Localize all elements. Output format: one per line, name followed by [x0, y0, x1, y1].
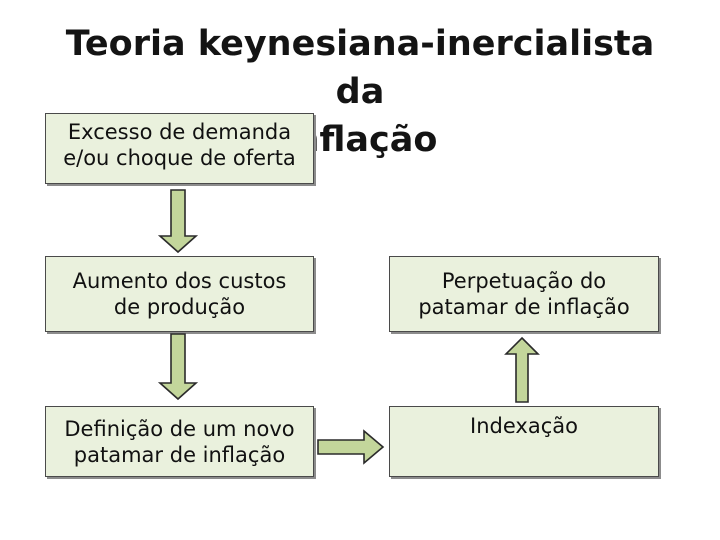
title-line-1: Teoria keynesiana-inercialista da: [65, 24, 655, 112]
box-perpetuation-line-2: patamar de inflação: [418, 295, 630, 319]
box-perpetuation-line-1: Perpetuação do: [441, 269, 607, 293]
box-cost-increase-line-1: Aumento dos custos: [72, 269, 287, 293]
box-new-inflation-level-line-1: Definição de um novo: [64, 416, 295, 441]
arrow-down-icon: [157, 189, 199, 254]
box-cost-increase-line-2: de produção: [113, 295, 246, 319]
box-excess-demand-line-1: Excesso de demanda: [67, 120, 292, 144]
box-indexation-label: Indexação: [470, 414, 578, 438]
box-cost-increase: Aumento dos custos de produção: [45, 256, 314, 332]
diagram-title: Teoria keynesiana-inercialista da inflaç…: [40, 20, 680, 164]
box-perpetuation: Perpetuação do patamar de inflação: [389, 256, 659, 332]
box-indexation: Indexação: [389, 406, 659, 477]
box-new-inflation-level: Definição de um novo patamar de inflação: [45, 406, 314, 477]
box-excess-demand: Excesso de demanda e/ou choque de oferta: [45, 113, 314, 184]
arrow-down-icon: [157, 333, 199, 401]
arrow-up-icon: [504, 336, 540, 403]
box-excess-demand-line-2: e/ou choque de oferta: [63, 146, 296, 170]
box-new-inflation-level-line-2: patamar de inflação: [73, 442, 286, 467]
arrow-right-icon: [317, 429, 385, 465]
